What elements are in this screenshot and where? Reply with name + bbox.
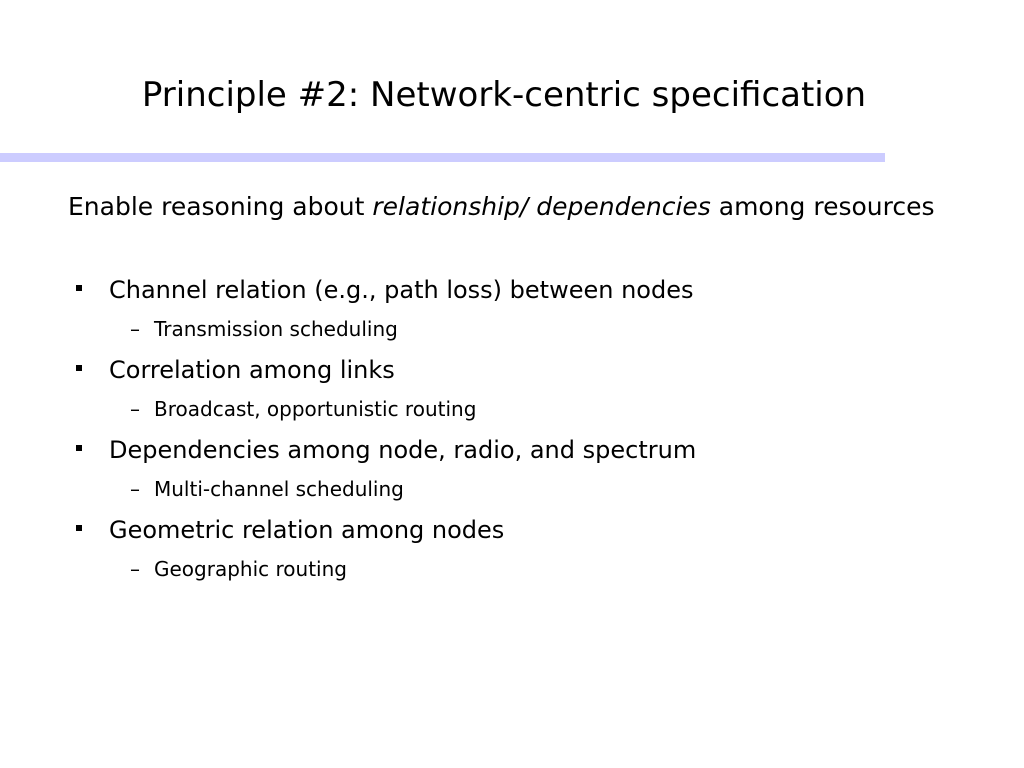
square-bullet-icon <box>76 525 82 531</box>
sub-bullet-text: Transmission scheduling <box>154 317 398 341</box>
sub-bullet-item: – Transmission scheduling <box>0 311 1024 351</box>
dash-bullet-icon: – <box>130 397 140 421</box>
bullet-text: Dependencies among node, radio, and spec… <box>109 436 697 464</box>
dash-bullet-icon: – <box>130 317 140 341</box>
intro-text-before: Enable reasoning about <box>68 192 373 221</box>
sub-bullet-item: – Multi-channel scheduling <box>0 471 1024 511</box>
intro-text-emphasis: relationship/ dependencies <box>372 192 711 221</box>
bullet-text: Channel relation (e.g., path loss) betwe… <box>109 276 694 304</box>
square-bullet-icon <box>76 365 82 371</box>
bullet-item: Dependencies among node, radio, and spec… <box>0 431 1024 471</box>
bullet-list: Channel relation (e.g., path loss) betwe… <box>0 271 1024 591</box>
sub-bullet-text: Multi-channel scheduling <box>154 477 404 501</box>
bullet-item: Geometric relation among nodes <box>0 511 1024 551</box>
sub-bullet-text: Geographic routing <box>154 557 347 581</box>
sub-bullet-text: Broadcast, opportunistic routing <box>154 397 477 421</box>
square-bullet-icon <box>76 285 82 291</box>
title-underline-bar <box>0 153 885 162</box>
bullet-item: Correlation among links <box>0 351 1024 391</box>
slide-title: Principle #2: Network-centric specificat… <box>141 75 867 115</box>
square-bullet-icon <box>76 445 82 451</box>
dash-bullet-icon: – <box>130 477 140 501</box>
bullet-text: Correlation among links <box>109 356 395 384</box>
intro-text-after: among resources <box>710 192 935 221</box>
intro-paragraph: Enable reasoning about relationship/ dep… <box>64 187 984 226</box>
bullet-item: Channel relation (e.g., path loss) betwe… <box>0 271 1024 311</box>
bullet-text: Geometric relation among nodes <box>109 516 505 544</box>
sub-bullet-item: – Geographic routing <box>0 551 1024 591</box>
dash-bullet-icon: – <box>130 557 140 581</box>
sub-bullet-item: – Broadcast, opportunistic routing <box>0 391 1024 431</box>
